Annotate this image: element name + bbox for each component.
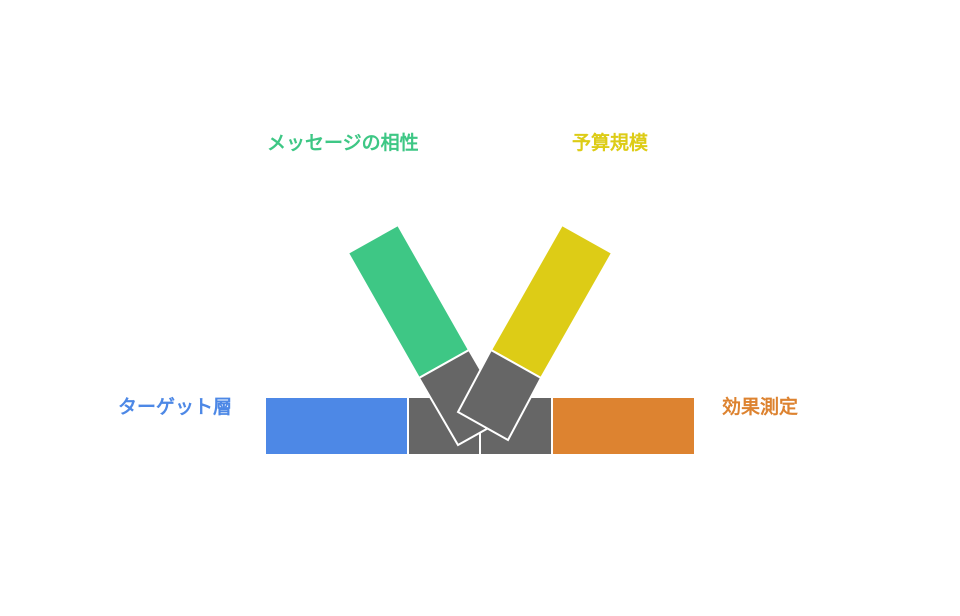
target-audience-label: ターゲット層 [118, 396, 233, 418]
message-compatibility-label: メッセージの相性 [267, 132, 419, 154]
message-bar [346, 223, 471, 380]
effect-measurement-label: 効果測定 [722, 396, 799, 418]
target-bar [264, 396, 409, 456]
joint-right-slant [456, 348, 543, 442]
budget-bar [489, 223, 614, 380]
effect-bar [551, 396, 696, 456]
budget-scale-label: 予算規模 [572, 132, 649, 154]
